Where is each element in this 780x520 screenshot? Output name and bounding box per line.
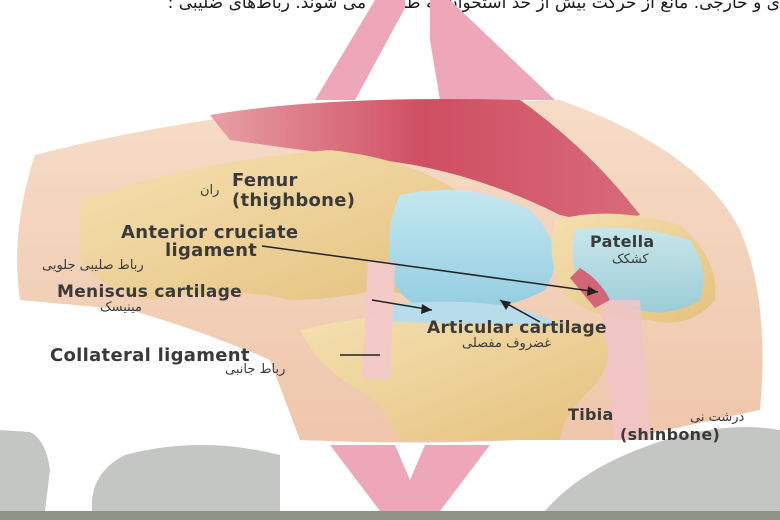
label-tibia: Tibia [568,405,614,424]
label-collateral-fa: رباط جانبی [225,362,285,377]
label-articular-fa: غضروف مفصلی [462,336,551,351]
label-femur: Femur [232,170,298,191]
label-patella-fa: کشکک [612,252,649,267]
bottom-bar [0,511,780,520]
label-acl-line2: ligament [165,240,257,261]
label-shinbone: (shinbone) [620,425,720,444]
label-acl-fa: رباط صلیبی جلویی [42,258,144,273]
label-tibia-fa: درشت نی [690,410,744,425]
label-articular: Articular cartilage [427,318,607,338]
label-patella: Patella [590,232,654,251]
label-collateral: Collateral ligament [50,345,250,366]
label-femur-fa: ران [200,183,219,198]
label-meniscus-fa: مینیسک [100,300,142,315]
label-thighbone: (thighbone) [232,190,355,211]
label-meniscus: Meniscus cartilage [57,282,242,302]
